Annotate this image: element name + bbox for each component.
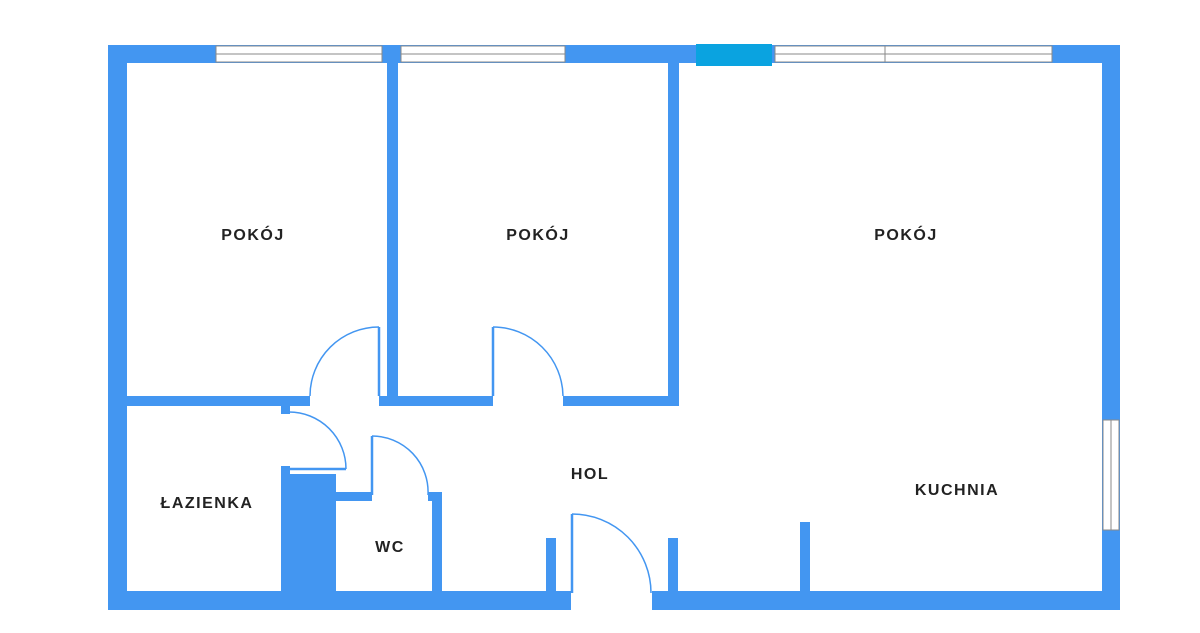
room-label-pokoj-1: POKÓJ	[221, 225, 285, 244]
wall-room2-room3	[668, 63, 679, 406]
room-label-wc: WC	[375, 539, 405, 556]
window-room-2	[400, 45, 566, 63]
wall-kitchen-partition	[800, 522, 810, 594]
wall-room2-bottom-right	[563, 396, 679, 406]
wall-wc-top	[336, 492, 372, 501]
wall-left	[108, 45, 127, 610]
wall-bathroom-right-stub	[281, 466, 290, 476]
room-label-kuchnia: KUCHNIA	[915, 482, 999, 499]
room-label-lazienka: ŁAZIENKA	[161, 495, 254, 512]
window-room-1	[215, 45, 383, 63]
window-room-3-b	[884, 45, 1053, 63]
window-room-3-a	[774, 45, 886, 63]
installation-shaft	[281, 474, 336, 594]
window-highlight	[696, 44, 772, 66]
wall-room1-bottom	[127, 396, 310, 406]
wall-entrance-right	[668, 538, 678, 594]
room-labels: POKÓJ POKÓJ POKÓJ HOL KUCHNIA ŁAZIENKA W…	[161, 225, 999, 556]
door-wc	[370, 435, 429, 496]
room-label-pokoj-3: POKÓJ	[874, 225, 938, 244]
wall-bathroom-stub	[281, 406, 290, 414]
wall-bottom-right	[652, 591, 1120, 610]
wall-bottom-left	[108, 591, 571, 610]
doors	[283, 326, 652, 594]
door-room-2	[491, 326, 564, 397]
wall-wc-right	[432, 492, 442, 592]
door-room-1	[309, 326, 381, 397]
wall-room2-bottom-left	[387, 396, 493, 406]
room-label-pokoj-2: POKÓJ	[506, 225, 570, 244]
windows	[215, 44, 1120, 531]
interior-walls	[127, 63, 810, 594]
wall-room1-room2	[387, 63, 398, 402]
window-kitchen	[1102, 419, 1120, 531]
door-entrance	[570, 513, 652, 594]
door-bathroom	[283, 411, 347, 471]
wall-entrance-left	[546, 538, 556, 594]
room-label-hol: HOL	[571, 466, 609, 483]
